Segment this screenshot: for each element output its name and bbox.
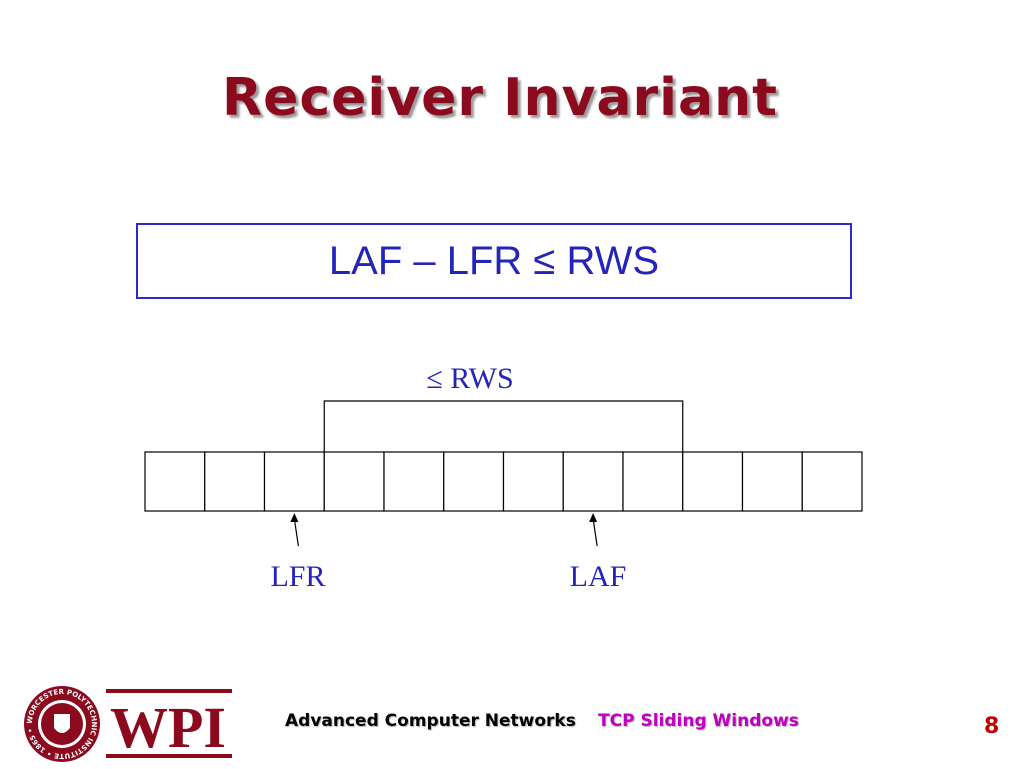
formula-box: LAF – LFR ≤ RWS xyxy=(136,223,852,299)
frame-cell xyxy=(443,451,505,512)
lfr-label: LFR xyxy=(270,560,326,593)
lfr-arrow xyxy=(290,513,299,547)
frame-cell xyxy=(741,451,803,512)
frame-cell xyxy=(622,451,684,512)
logo-wordmark: WPI xyxy=(110,695,226,760)
window-size-label: ≤ RWS xyxy=(426,362,514,395)
footer-topic: TCP Sliding Windows xyxy=(598,711,799,731)
frame-cell xyxy=(144,451,206,512)
page-number: 8 xyxy=(984,714,1000,739)
formula-text: LAF – LFR ≤ RWS xyxy=(328,238,660,283)
frame-cell xyxy=(562,451,624,512)
frame-cells xyxy=(144,451,863,512)
frame-cell xyxy=(323,451,385,512)
window-bracket xyxy=(323,400,684,452)
sliding-window-diagram xyxy=(144,400,863,547)
slide-title: Receiver Invariant xyxy=(222,68,778,128)
frame-cell xyxy=(204,451,266,512)
wpi-logo: WORCESTER POLYTECHNIC INSTITUTE • 1865 •… xyxy=(22,684,232,769)
frame-cell xyxy=(383,451,445,512)
laf-arrow xyxy=(589,513,598,547)
frame-cell xyxy=(682,451,744,512)
footer-course: Advanced Computer Networks xyxy=(285,711,576,731)
laf-label: LAF xyxy=(569,560,627,593)
frame-cell xyxy=(801,451,863,512)
frame-cell xyxy=(263,451,325,512)
frame-cell xyxy=(502,451,564,512)
